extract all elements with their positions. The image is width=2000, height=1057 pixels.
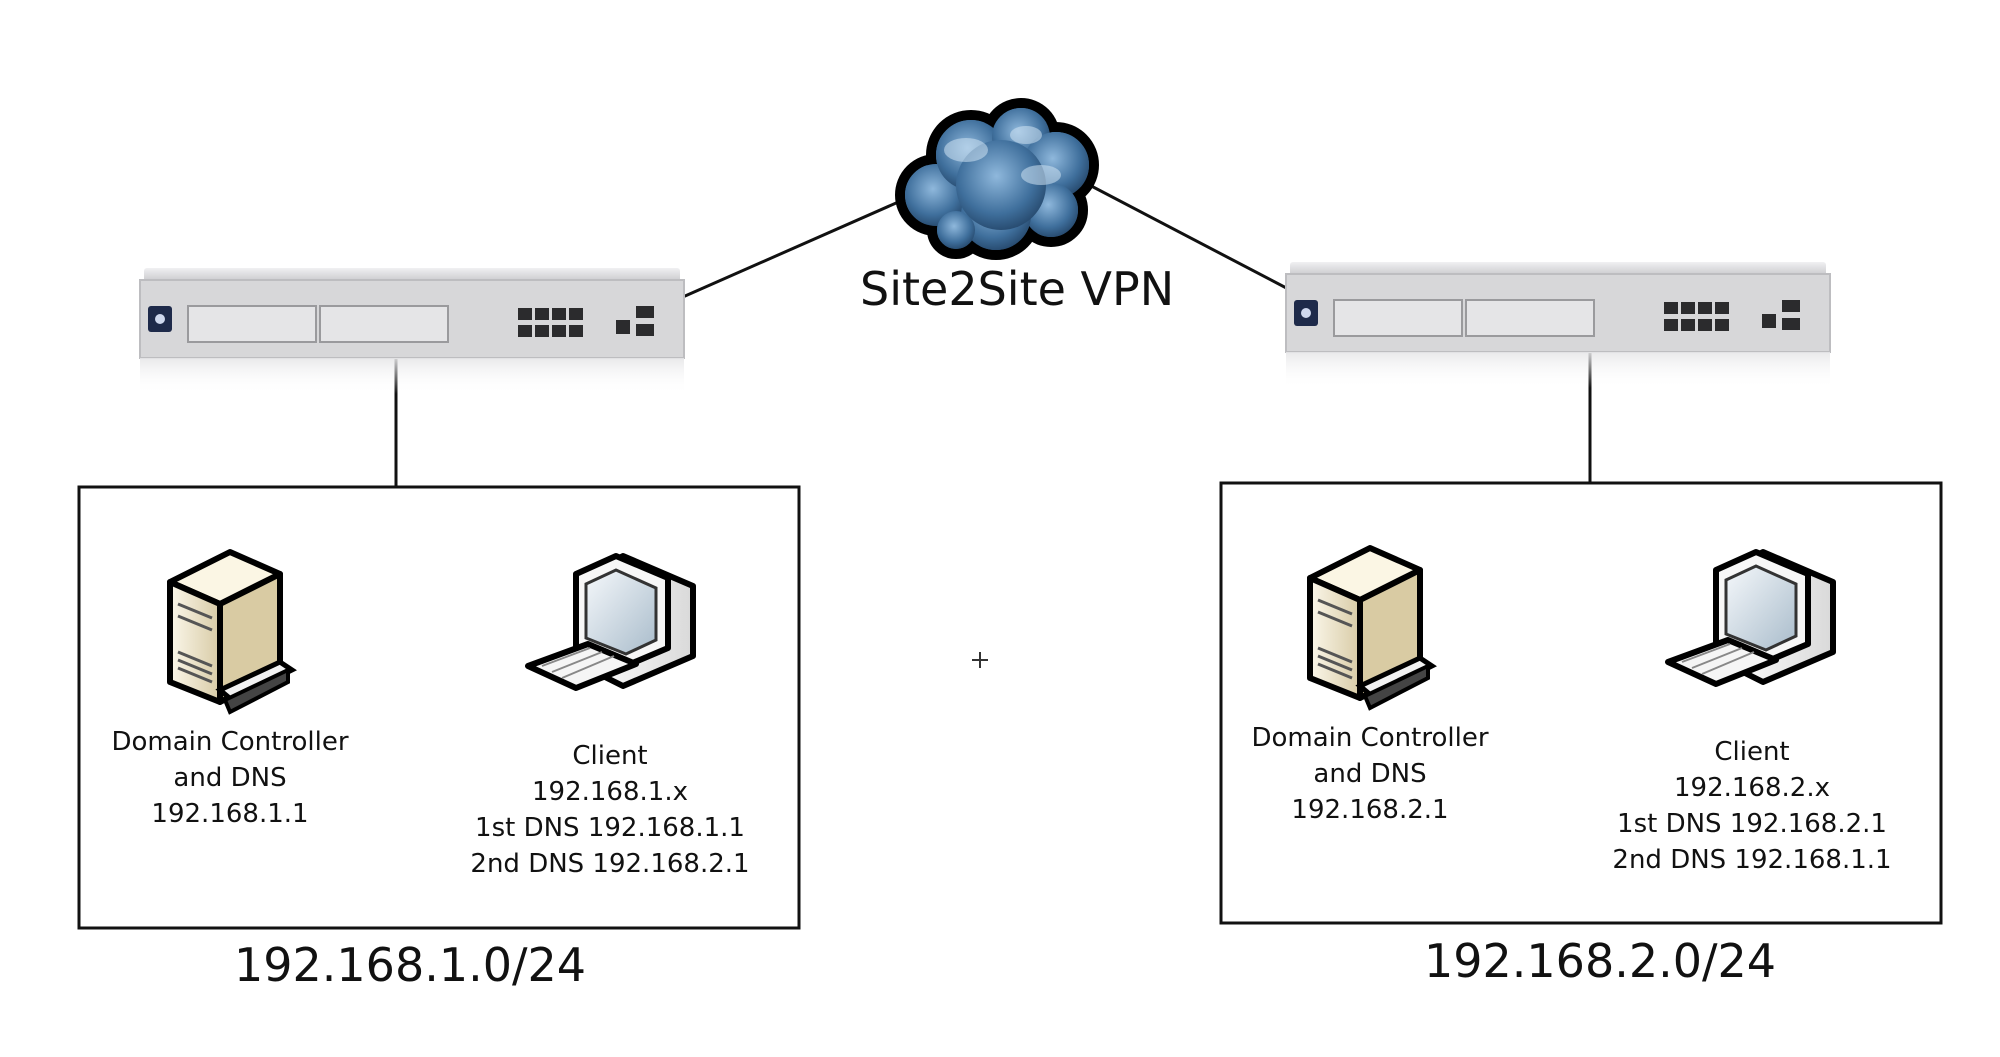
client-line: 1st DNS 192.168.2.1 [1617, 809, 1887, 839]
client-label-left: Client 192.168.1.x 1st DNS 192.168.1.1 2… [460, 738, 760, 882]
client-line: 192.168.2.x [1674, 773, 1830, 803]
site-box-left [77, 485, 801, 930]
vpn-link-left [675, 194, 913, 302]
server-icon [167, 549, 297, 715]
router-icon [139, 268, 685, 394]
workstation-icon [525, 553, 696, 691]
client-line: Client [1714, 737, 1790, 767]
dc-label-left: Domain Controller and DNS 192.168.1.1 [100, 724, 360, 832]
dc-line: and DNS [173, 763, 287, 793]
client-line: 192.168.1.x [532, 777, 688, 807]
client-line: 2nd DNS 192.168.1.1 [1612, 845, 1892, 875]
dc-line: and DNS [1313, 759, 1427, 789]
cloud-icon [895, 98, 1099, 260]
dc-line: Domain Controller [1251, 723, 1489, 753]
client-label-right: Client 192.168.2.x 1st DNS 192.168.2.1 2… [1602, 734, 1902, 878]
subnet-label-right: 192.168.2.0/24 [1423, 934, 1777, 988]
workstation-icon [1665, 549, 1836, 687]
dc-line: 192.168.1.1 [151, 799, 309, 829]
client-line: 2nd DNS 192.168.2.1 [470, 849, 750, 879]
client-line: 1st DNS 192.168.1.1 [475, 813, 745, 843]
client-line: Client [572, 741, 648, 771]
dc-label-right: Domain Controller and DNS 192.168.2.1 [1240, 720, 1500, 828]
dc-line: Domain Controller [111, 727, 349, 757]
subnet-label-left: 192.168.1.0/24 [233, 938, 587, 992]
server-icon [1307, 545, 1437, 711]
router-icon [1285, 262, 1831, 388]
vpn-link-right [1075, 176, 1295, 294]
vpn-label: Site2Site VPN [860, 262, 1175, 316]
dc-line: 192.168.2.1 [1291, 795, 1449, 825]
crosshair-icon [972, 652, 988, 668]
site-box-right [1219, 481, 1943, 925]
